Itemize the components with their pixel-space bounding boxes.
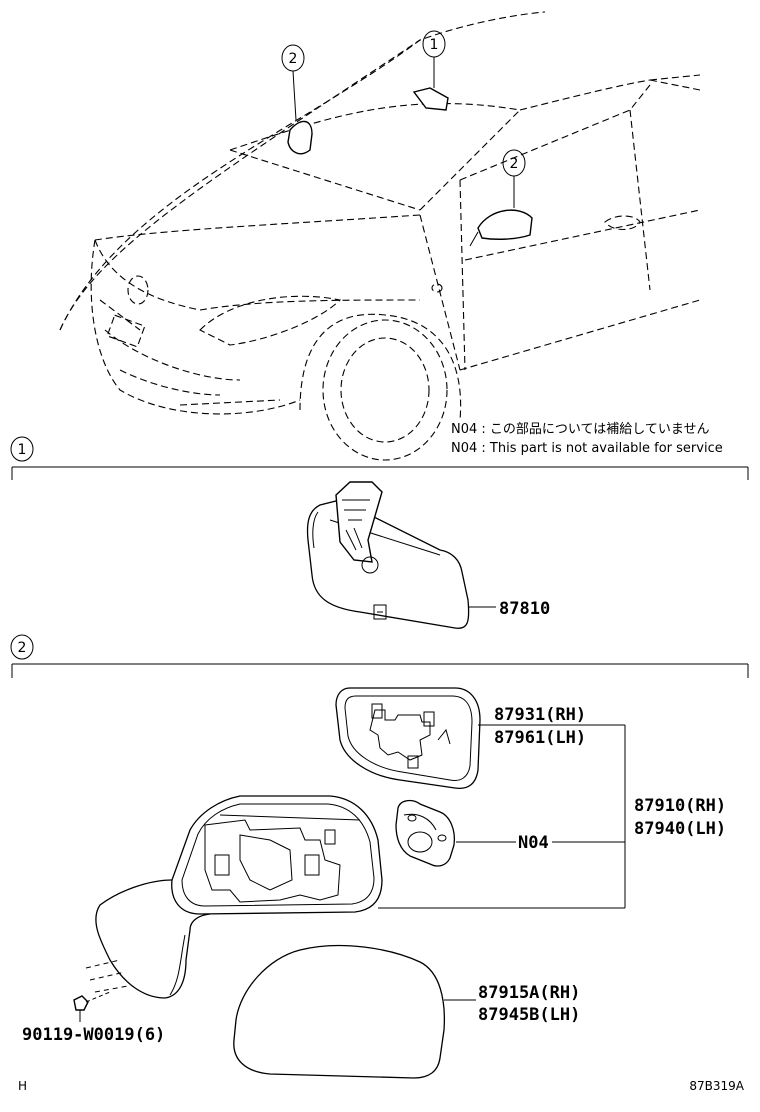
inner-mirror-drawing: [306, 481, 496, 629]
part-number-87915a-rh: 87915A(RH): [478, 983, 580, 1003]
callout-1-car: 1: [422, 30, 446, 88]
note-n04-en: N04 : This part is not available for ser…: [451, 441, 723, 456]
mirror-cover-drawing: [233, 944, 446, 1079]
figure-id: 87B319A: [689, 1079, 744, 1093]
callout-2-car-left: 2: [281, 44, 305, 121]
part-number-90119-w0019: 90119-W0019(6): [22, 1025, 165, 1045]
mirror-glass-drawing: [335, 687, 481, 790]
part-number-87810: 87810: [499, 599, 550, 619]
part-number-87931-rh: 87931(RH): [494, 705, 586, 725]
part-number-87945b-lh: 87945B(LH): [478, 1005, 580, 1025]
motor-code-n04: N04: [518, 833, 549, 853]
callout-1-label: 1: [430, 37, 439, 53]
screw-drawing: [73, 991, 111, 1022]
section-2-header: 2: [10, 634, 749, 678]
note-n04-jp: N04 : この部品については補給していません: [451, 422, 709, 437]
callout-2-label: 2: [289, 51, 298, 67]
car-illustration: [59, 11, 701, 461]
callout-2-label: 2: [510, 156, 519, 172]
mirror-motor-drawing: [395, 799, 456, 867]
section-2-badge: 2: [18, 640, 27, 656]
part-number-87940-lh: 87940(LH): [634, 819, 726, 839]
callout-2-car-right: 2: [502, 149, 526, 208]
part-number-87961-lh: 87961(LH): [494, 728, 586, 748]
footer-mark: H: [18, 1079, 27, 1093]
section-1-badge: 1: [18, 442, 27, 458]
outer-mirror-assembly-drawing: [85, 795, 383, 999]
section-1-header: 1: [10, 436, 749, 480]
part-number-87910-rh: 87910(RH): [634, 796, 726, 816]
